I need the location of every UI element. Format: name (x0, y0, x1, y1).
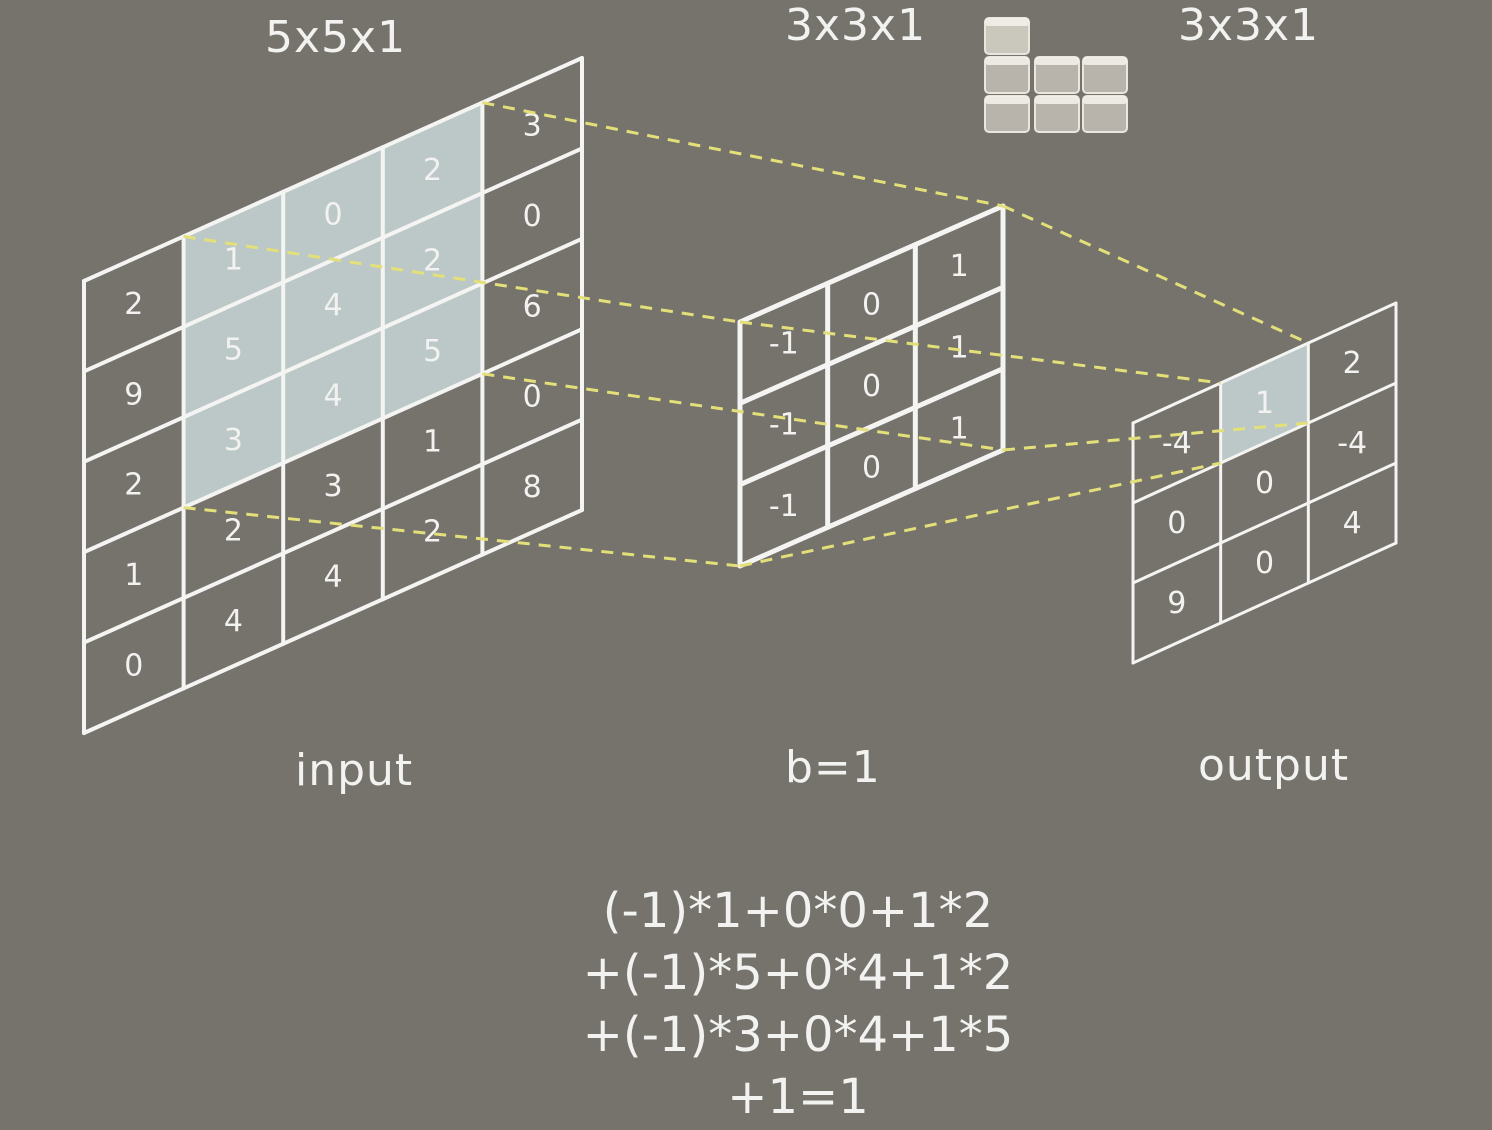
cube-top-face (985, 57, 1029, 65)
input-cell: 1 (124, 558, 143, 593)
output-dims-label: 3x3x1 (1178, 0, 1320, 51)
projection-dashed-line (739, 320, 1221, 385)
projection-dashed-line (482, 101, 1004, 208)
projection-dashed-line (183, 234, 741, 324)
formula-line: +1=1 (727, 1069, 869, 1125)
input-cell: 3 (323, 469, 342, 504)
output-label: output (1198, 740, 1350, 791)
kernel-dims-label: 3x3x1 (785, 0, 927, 51)
input-grid-line (82, 236, 584, 464)
input-cell: 5 (224, 333, 243, 368)
projection-dashed-line (183, 506, 741, 568)
formula-line: +(-1)*5+0*4+1*2 (582, 945, 1014, 1001)
input-cell: 2 (124, 287, 143, 322)
kernel-cell: -1 (769, 408, 799, 443)
input-cell: 2 (423, 153, 442, 188)
kernel-grid-line (737, 447, 1006, 569)
input-cell: 4 (323, 379, 342, 414)
output-grid-line (1131, 541, 1398, 665)
input-cell: 2 (423, 244, 442, 279)
formula: (-1)*1+0*0+1*2 +(-1)*5+0*4+1*2 +(-1)*3+0… (0, 880, 1492, 1128)
kernel-cell: 1 (950, 412, 969, 447)
output-grid-line (1131, 381, 1398, 505)
input-cell: 9 (124, 377, 143, 412)
formula-line: (-1)*1+0*0+1*2 (602, 883, 994, 939)
output-cell: 2 (1343, 346, 1362, 381)
formula-line: +(-1)*3+0*4+1*5 (582, 1007, 1014, 1063)
input-cell: 8 (523, 470, 542, 505)
output-cell: 4 (1343, 506, 1362, 541)
input-cell: 4 (224, 604, 243, 639)
output-cell: 9 (1167, 586, 1186, 621)
kernel-cell: 0 (862, 369, 881, 404)
input-grid-line (82, 327, 584, 555)
kernel-cell: 0 (862, 288, 881, 323)
kernel-cell: 0 (862, 450, 881, 485)
input-cell: 2 (423, 515, 442, 550)
output-grid-line (1131, 301, 1398, 425)
input-cell: 0 (124, 649, 143, 684)
projection-dashed-line (482, 372, 1004, 452)
kernel-grid-line (737, 203, 1006, 325)
cube-top-face (1035, 57, 1079, 65)
input-cell: 3 (224, 423, 243, 458)
cube-top-face (1083, 96, 1127, 104)
input-cell: 4 (323, 288, 342, 323)
kernel-cell: -1 (769, 489, 799, 524)
input-cell: 5 (423, 334, 442, 369)
cube-top-face (985, 96, 1029, 104)
input-grid-line (82, 417, 584, 645)
kernel-cell: 1 (950, 330, 969, 365)
output-cell: 0 (1255, 546, 1274, 581)
input-cell: 4 (323, 559, 342, 594)
kernel-grid-line (737, 366, 1006, 488)
input-cell: 2 (124, 468, 143, 503)
input-label: input (295, 745, 414, 796)
cube-top-face (985, 18, 1029, 26)
output-cell: -4 (1162, 426, 1192, 461)
input-cell: 1 (224, 242, 243, 277)
output-cell: -4 (1337, 426, 1367, 461)
bias-label: b=1 (785, 742, 881, 793)
kernel-grid-line (737, 284, 1006, 406)
output-grid-line (1131, 461, 1398, 585)
kernel-cell: -1 (769, 326, 799, 361)
input-cell: 2 (224, 514, 243, 549)
input-dims-label: 5x5x1 (265, 12, 407, 63)
input-cell: 0 (523, 199, 542, 234)
input-cell: 0 (523, 380, 542, 415)
projection-dashed-line (739, 461, 1221, 568)
input-cell: 6 (523, 289, 542, 324)
input-cell: 3 (523, 109, 542, 144)
stacked-cubes-icon (984, 17, 1128, 133)
output-highlight-cell (1220, 343, 1309, 463)
output-cell: 0 (1167, 506, 1186, 541)
input-cell: 0 (323, 198, 342, 233)
kernel-cell: 1 (950, 249, 969, 284)
cube-top-face (1035, 96, 1079, 104)
projection-dashed-line (1002, 421, 1309, 452)
output-cell: 1 (1255, 386, 1274, 421)
input-grid-line (82, 56, 584, 283)
input-grid-line (82, 508, 584, 735)
cube-top-face (1083, 57, 1127, 65)
output-cell: 0 (1255, 466, 1274, 501)
input-cell: 1 (423, 424, 442, 459)
projection-dashed-line (1002, 204, 1309, 345)
